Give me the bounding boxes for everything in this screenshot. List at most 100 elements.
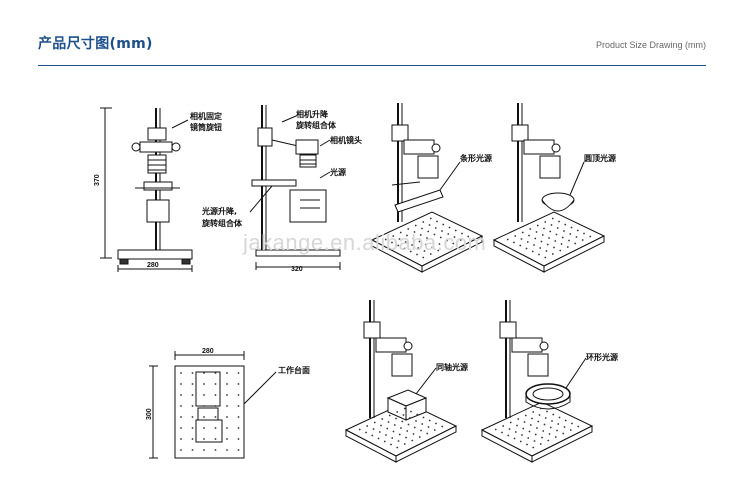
table-hole	[203, 449, 205, 451]
table-hole	[399, 231, 402, 234]
table-hole	[509, 421, 512, 424]
table-hole	[563, 230, 565, 232]
table-hole	[180, 427, 182, 429]
table-hole	[405, 436, 407, 439]
table-hole	[564, 419, 567, 422]
table-hole	[237, 405, 240, 407]
table-hole	[551, 217, 554, 220]
table-hole	[203, 438, 205, 440]
table-hole	[439, 236, 442, 239]
table-hole	[569, 233, 572, 235]
table-hole	[396, 446, 399, 449]
table-hole	[433, 429, 436, 431]
table-hole	[237, 394, 240, 396]
fig2-label-lens: 相机镜头	[330, 135, 362, 145]
table-hole	[514, 235, 517, 237]
page-subtitle: Product Size Drawing (mm)	[595, 40, 706, 50]
table-hole	[371, 434, 374, 437]
fig1-label-top: 相机固定	[190, 111, 222, 121]
table-hole	[531, 417, 533, 420]
fig4-label: 圆顶光源	[584, 153, 616, 163]
work-table-holes	[180, 372, 240, 451]
table-hole	[547, 439, 550, 442]
table-hole	[411, 439, 414, 442]
fig1-label-bottom: 镜筒旋钮	[190, 122, 222, 132]
table-hole	[441, 230, 443, 232]
table-hole	[433, 233, 436, 236]
table-hole	[545, 250, 548, 252]
fig3-label: 条形光源	[459, 153, 492, 163]
table-hole	[180, 405, 182, 407]
fig2-label-light: 光源	[329, 167, 346, 177]
table-hole	[203, 416, 205, 418]
table-hole	[554, 436, 557, 438]
table-hole	[544, 256, 547, 259]
table-hole	[537, 420, 540, 423]
table-hole	[373, 421, 376, 424]
table-hole	[536, 224, 539, 227]
table-hole	[548, 433, 551, 435]
bar-light-drawing	[370, 103, 484, 273]
side-view-drawing	[249, 105, 341, 270]
table-hole	[426, 432, 429, 435]
table-hole	[555, 233, 558, 236]
table-hole	[574, 242, 577, 245]
table-hole	[203, 372, 205, 374]
table-hole	[536, 427, 538, 429]
table-hole	[527, 437, 530, 439]
table-hole	[414, 224, 417, 227]
table-hole	[429, 217, 432, 220]
table-hole	[421, 423, 424, 425]
table-hole	[526, 443, 528, 446]
table-hole	[415, 420, 417, 422]
table-hole	[427, 426, 430, 428]
table-hole	[438, 243, 441, 245]
table-hole	[191, 438, 194, 440]
table-hole	[403, 443, 406, 445]
table-hole	[558, 416, 561, 419]
table-hole	[543, 227, 545, 230]
table-hole	[191, 449, 194, 451]
table-hole	[556, 429, 558, 432]
table-hole	[423, 250, 426, 252]
table-hole	[398, 433, 401, 436]
table-hole	[556, 227, 559, 229]
table-hole	[544, 221, 547, 223]
table-hole	[422, 256, 425, 259]
table-hole	[387, 421, 390, 423]
table-hole	[214, 372, 217, 374]
table-hole	[226, 383, 228, 385]
table-hole	[400, 427, 402, 429]
table-hole	[560, 243, 563, 245]
table-hole	[406, 430, 409, 432]
fig1-dim-width: 280	[147, 262, 159, 269]
table-hole	[528, 234, 530, 237]
table-hole	[538, 253, 540, 256]
table-hole	[542, 430, 545, 432]
table-hole	[551, 253, 554, 255]
table-hole	[388, 414, 391, 417]
table-hole	[214, 449, 217, 451]
table-hole	[533, 244, 535, 246]
table-hole	[203, 383, 205, 385]
watermark: jakange.en.alibaba.com	[243, 230, 487, 255]
table-hole	[391, 437, 394, 439]
table-hole	[461, 232, 463, 235]
table-hole	[402, 414, 405, 416]
table-hole	[392, 430, 395, 433]
table-hole	[459, 239, 462, 241]
table-hole	[501, 431, 503, 434]
table-hole	[413, 231, 416, 233]
table-hole	[372, 428, 375, 430]
table-hole	[418, 240, 421, 243]
table-hole	[589, 235, 592, 238]
table-hole	[191, 416, 194, 418]
table-hole	[191, 427, 194, 429]
table-hole	[539, 443, 542, 445]
table-hole	[378, 431, 381, 433]
table-hole	[507, 434, 510, 437]
table-hole	[540, 240, 543, 243]
table-hole	[541, 436, 543, 439]
table-hole	[453, 236, 456, 238]
table-hole	[529, 228, 532, 230]
